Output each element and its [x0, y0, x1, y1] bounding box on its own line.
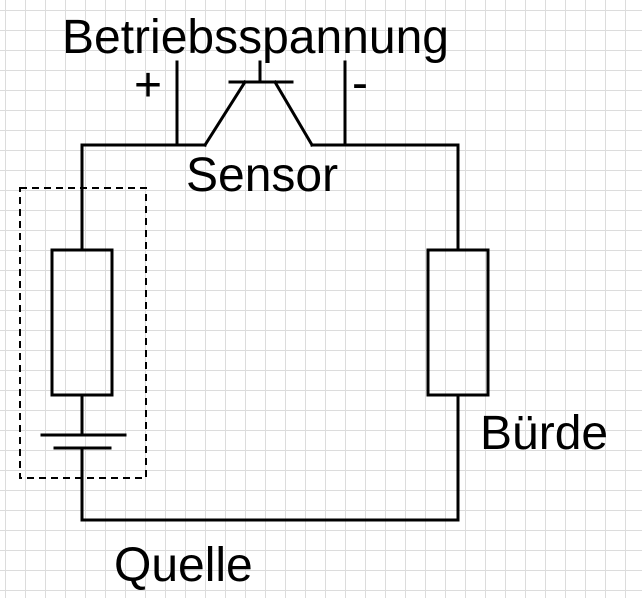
sensor-label: Sensor [186, 149, 339, 202]
load-resistor [426, 248, 490, 397]
source-label: Quelle [114, 539, 253, 592]
sensor-left-leg [202, 79, 248, 148]
sensor-right-leg [272, 79, 315, 148]
load-label: Bürde [480, 407, 609, 460]
supply-voltage-label: Betriebsspannung [62, 11, 449, 64]
plus-sign: + [134, 59, 163, 112]
wire-bottom [80, 393, 460, 522]
source-resistor [50, 248, 114, 397]
source-dashed-box [19, 187, 147, 479]
minus-sign: - [352, 57, 368, 110]
